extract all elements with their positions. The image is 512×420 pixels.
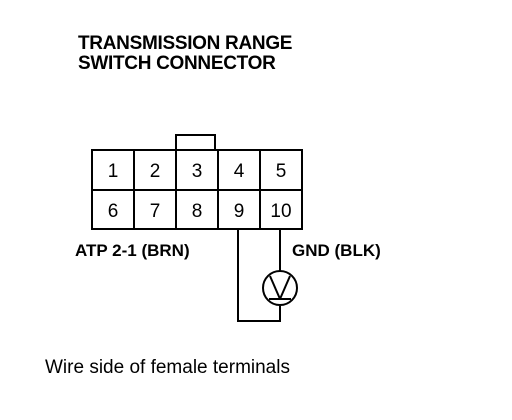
pin-10: 10	[270, 201, 291, 222]
pin-9: 9	[234, 201, 245, 222]
caption: Wire side of female terminals	[45, 357, 290, 378]
title-line-2: SWITCH CONNECTOR	[78, 53, 276, 74]
pin-7: 7	[150, 201, 161, 222]
pin-4: 4	[234, 161, 245, 182]
pin-2: 2	[150, 161, 161, 182]
connector-lock-tab	[175, 134, 216, 151]
pin-1: 1	[108, 161, 119, 182]
pin-6: 6	[108, 201, 119, 222]
label-atp-wire: ATP 2-1 (BRN)	[75, 241, 190, 260]
pin-8: 8	[192, 201, 203, 222]
title-line-1: TRANSMISSION RANGE	[78, 33, 293, 54]
pin-5: 5	[276, 161, 287, 182]
label-gnd-wire: GND (BLK)	[292, 241, 381, 260]
wire-from-pin-9	[237, 229, 281, 322]
pin-3: 3	[192, 161, 203, 182]
test-light-icon	[262, 270, 298, 306]
